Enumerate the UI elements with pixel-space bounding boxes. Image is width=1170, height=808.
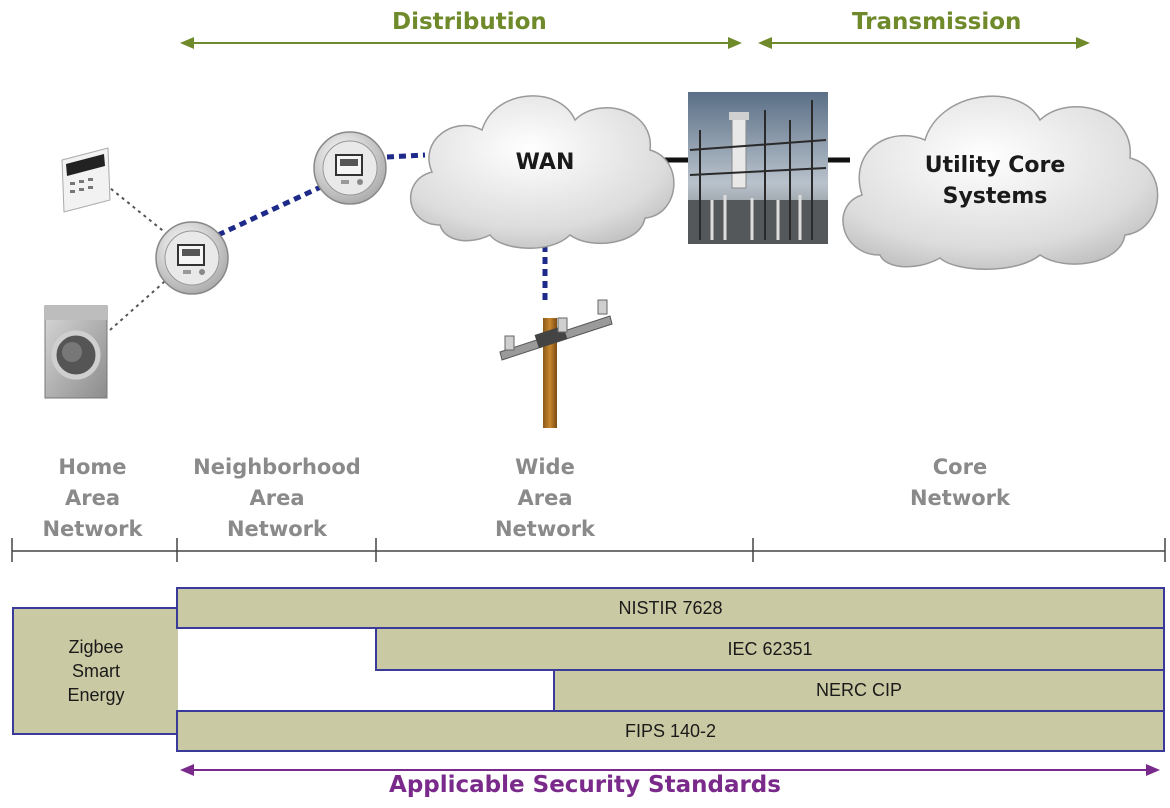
zone-label-line: Area: [249, 486, 305, 510]
core-cloud: [842, 95, 1159, 270]
iec-62351-bar: IEC 62351: [375, 627, 1165, 671]
zigbee-smart-energy-box: Zigbee Smart Energy: [12, 607, 178, 735]
neighborhood-links: [216, 152, 548, 305]
utility-pole-image: [499, 299, 613, 428]
zigbee-line: Zigbee: [68, 637, 124, 657]
zone-label-line: Home: [58, 455, 127, 479]
zone-wide-area-network: Wide Area Network: [470, 452, 620, 545]
wan-cloud: [409, 95, 675, 249]
zigbee-line: Energy: [67, 685, 125, 705]
zone-label-line: Wide: [515, 455, 575, 479]
zigbee-line: Smart: [71, 661, 120, 681]
zone-axis: [11, 538, 1166, 562]
zone-label-line: Network: [909, 486, 1010, 510]
zone-neighborhood-area-network: Neighborhood Area Network: [178, 452, 376, 545]
zone-label-line: Core: [932, 455, 988, 479]
zone-label-line: Network: [494, 517, 595, 541]
home-links: [99, 179, 173, 331]
zone-label-line: Network: [42, 517, 143, 541]
substation-image: [688, 92, 828, 244]
thermostat-image: [61, 147, 111, 213]
nistir-7628-bar: NISTIR 7628: [176, 587, 1165, 629]
wan-label: WAN: [515, 150, 575, 175]
transmission-arrow: [758, 37, 1090, 49]
core-systems-line2: Systems: [942, 184, 1048, 209]
security-standards-arrow: [180, 764, 1160, 776]
zone-label-line: Area: [517, 486, 573, 510]
zone-core-network: Core Network: [885, 452, 1035, 514]
distribution-label: Distribution: [392, 9, 547, 35]
distribution-arrow: [180, 37, 742, 49]
core-systems-line1: Utility Core: [924, 153, 1066, 178]
zone-label-line: Area: [64, 486, 121, 510]
smart-meter-neighborhood: [313, 131, 387, 205]
smart-meter-home: [155, 221, 229, 295]
nerc-cip-bar: NERC CIP: [553, 669, 1165, 712]
transmission-label: Transmission: [852, 9, 1022, 35]
washer-image: [44, 305, 108, 399]
fips-140-2-bar: FIPS 140-2: [176, 710, 1165, 752]
core-systems-label: Utility Core Systems: [905, 150, 1085, 212]
zone-label-line: Network: [226, 517, 327, 541]
zone-home-area-network: Home Area Network: [10, 452, 175, 545]
zone-label-line: Neighborhood: [193, 455, 361, 479]
applicable-security-standards-title: Applicable Security Standards: [389, 772, 781, 798]
